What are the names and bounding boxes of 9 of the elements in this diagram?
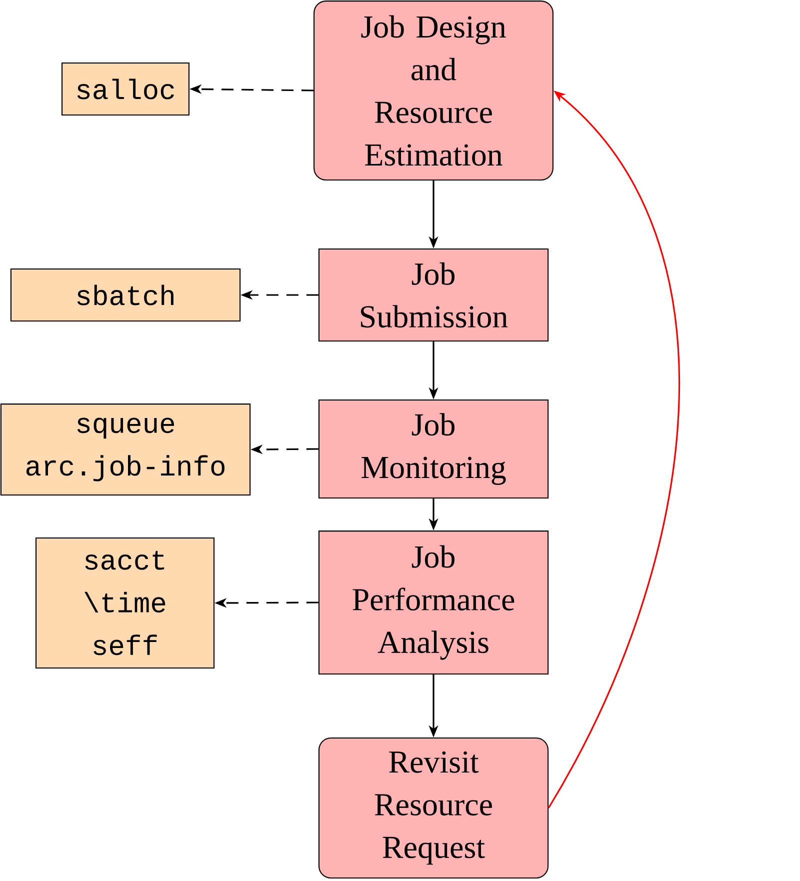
process-box: Job Submission [318, 248, 549, 342]
rounded-process-box: Job Design and Resource Estimation [314, 0, 554, 180]
process-box: Job Monitoring [318, 399, 549, 499]
command-box: sbatch [10, 268, 241, 322]
rounded-process-box: Revisit Resource Request [318, 737, 549, 879]
command-box: salloc [62, 62, 190, 116]
command-box: sacct \time seff [35, 537, 215, 669]
process-box: Job Performance Analysis [318, 530, 549, 674]
command-box: squeue arc.job-info [0, 404, 251, 496]
